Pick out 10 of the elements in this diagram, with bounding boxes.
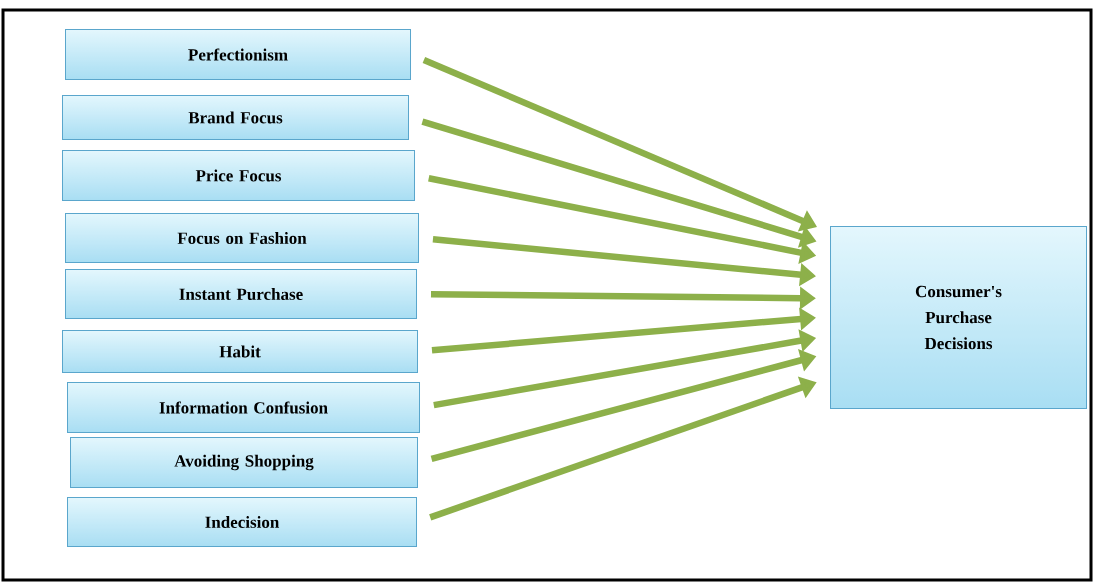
concept-box: Focus on Fashion: [65, 213, 419, 263]
concept-box: Habit: [62, 330, 418, 373]
concept-box: Avoiding Shopping: [70, 437, 418, 488]
concept-box: Brand Focus: [62, 95, 409, 140]
concept-box: Perfectionism: [65, 29, 411, 80]
concept-box: Instant Purchase: [65, 269, 417, 319]
outcome-box: Consumer's Purchase Decisions: [830, 226, 1087, 409]
concept-box: Information Confusion: [67, 382, 420, 433]
concept-box: Indecision: [67, 497, 417, 547]
concept-box: Price Focus: [62, 150, 415, 201]
